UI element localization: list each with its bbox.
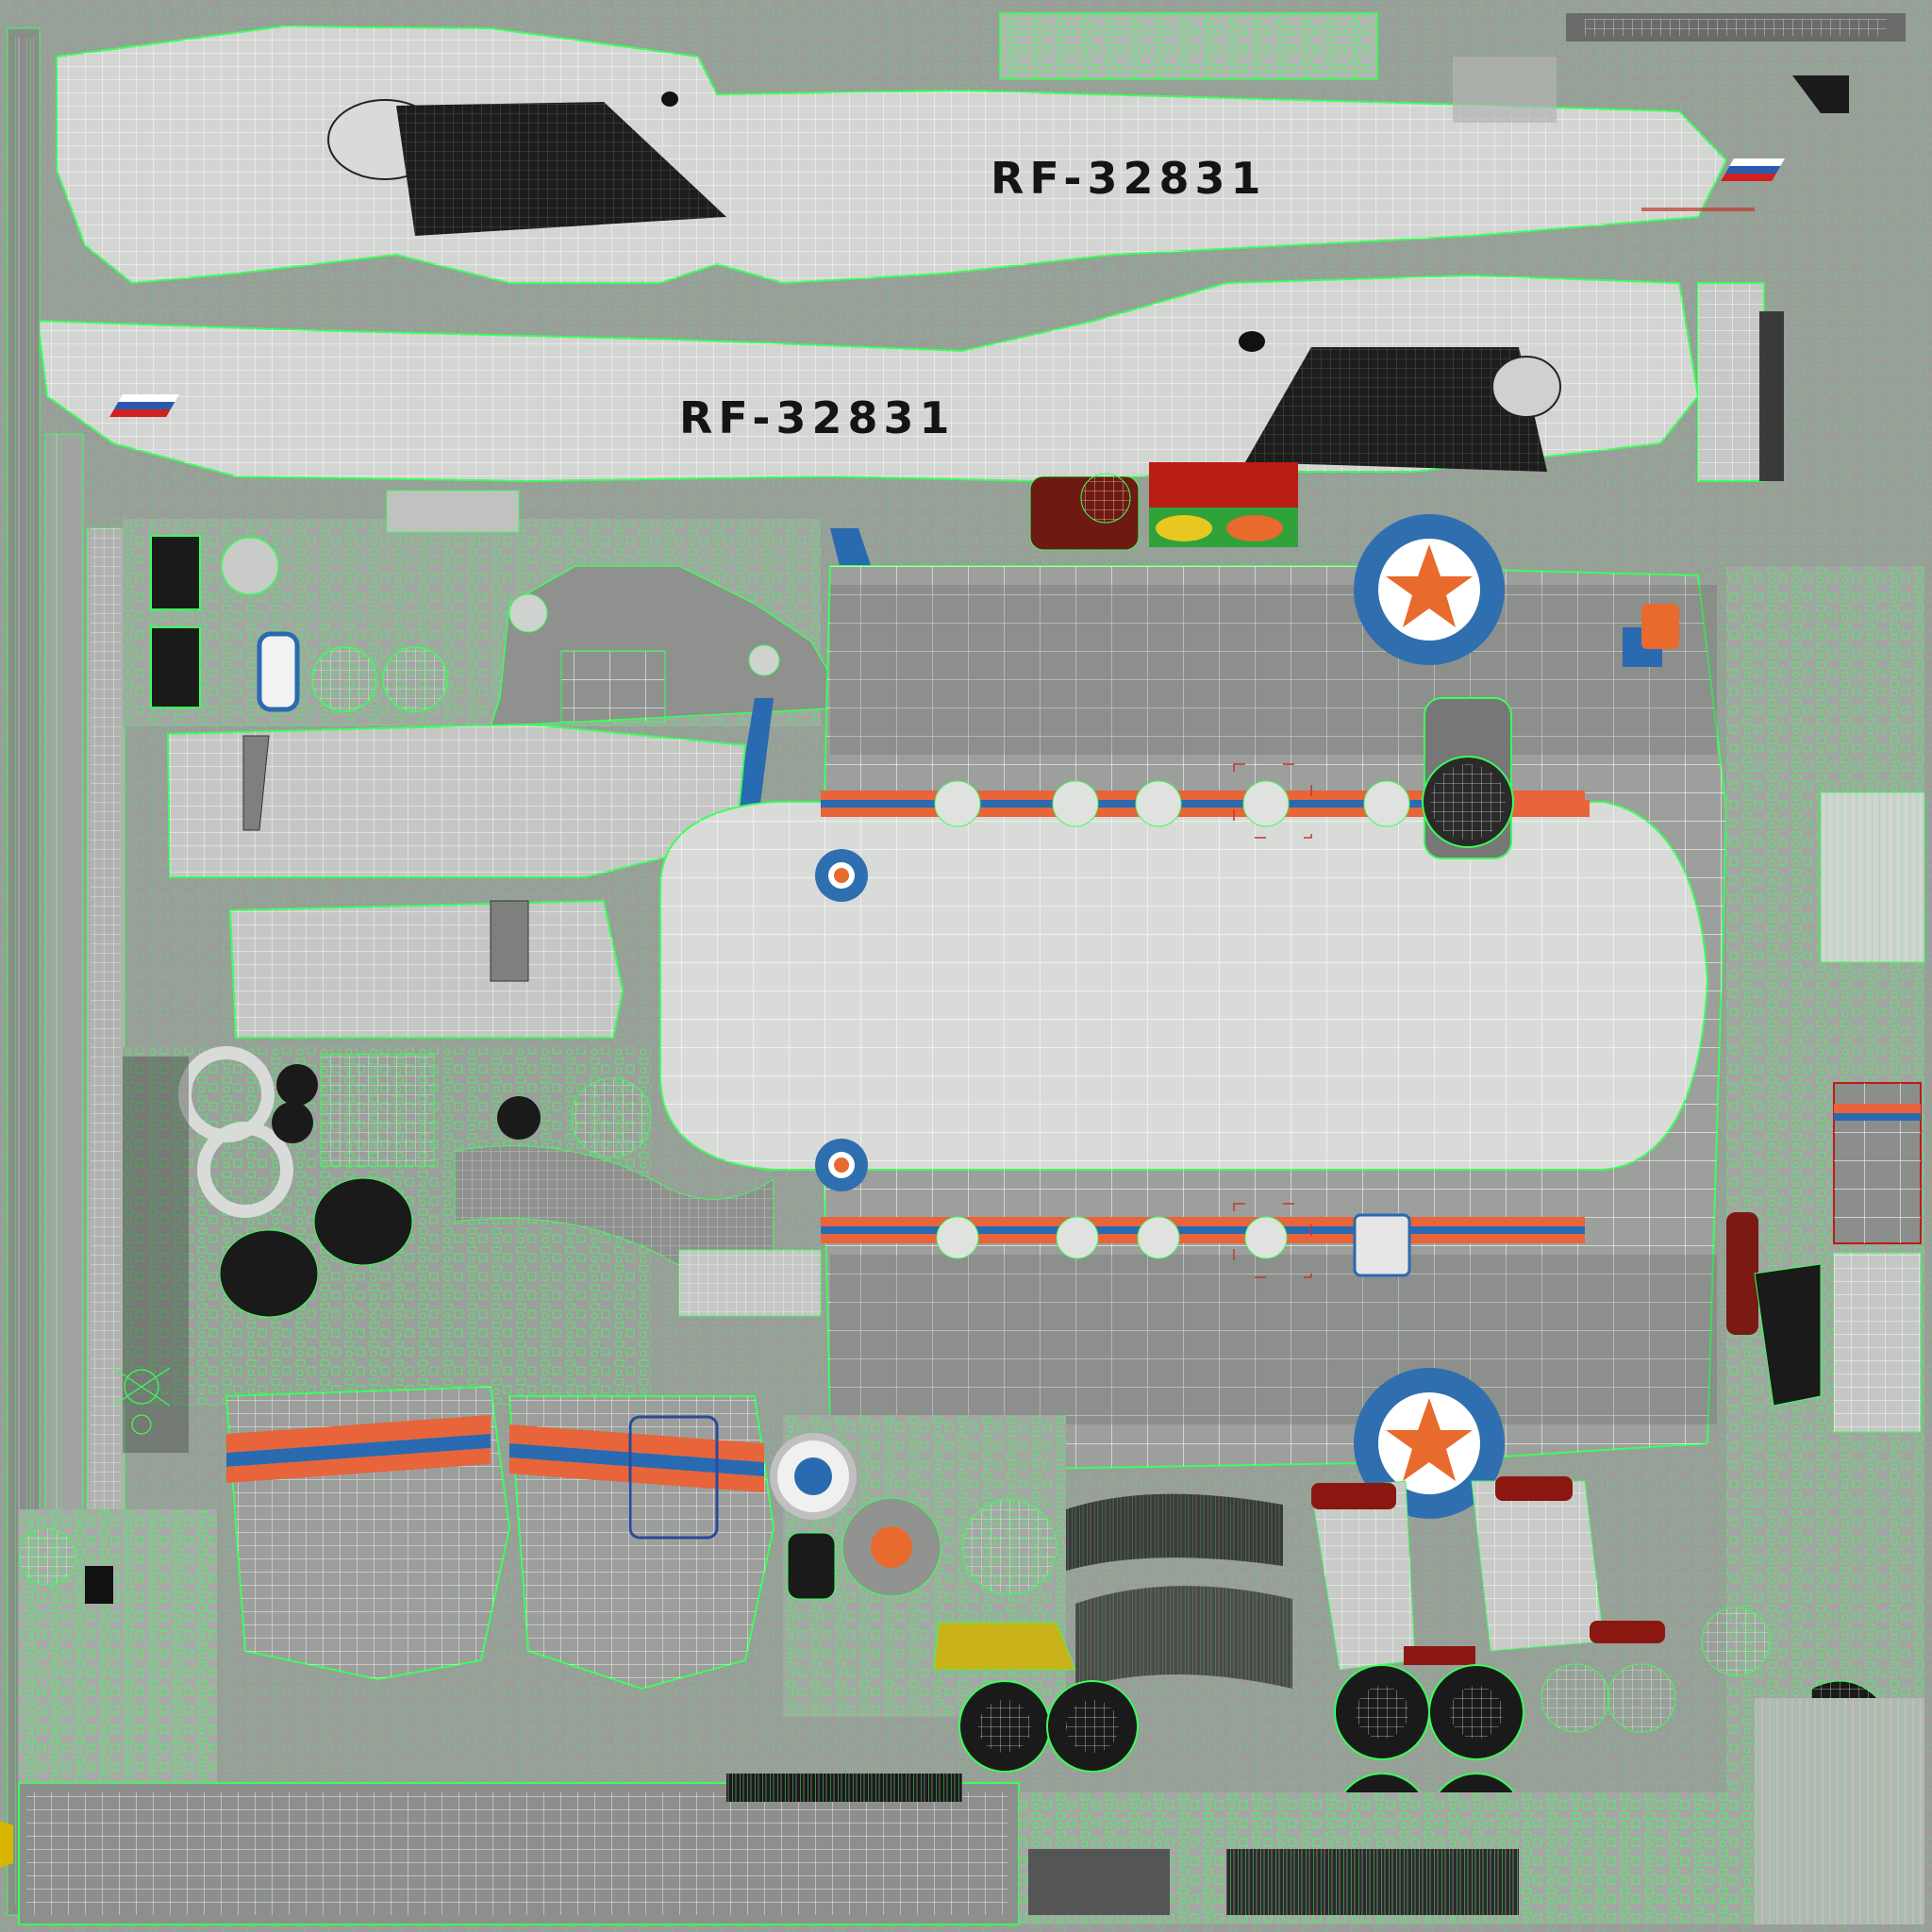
door-panels: [225, 1385, 775, 1690]
stripe-upper: [821, 763, 1590, 839]
flag-stripe-icon: [109, 394, 179, 417]
floor-panel-upper: [166, 723, 747, 878]
registration-upper: RF-32831: [991, 153, 1267, 204]
fuselage-upper-shell: [56, 25, 1785, 285]
star-roundel-icon: [815, 1139, 868, 1191]
round-parts: [178, 1046, 652, 1318]
sponson-parts: [1310, 1476, 1665, 1671]
intake-part: [1422, 697, 1514, 859]
stripe-lower: [821, 1203, 1585, 1278]
floor-panel-lower: [228, 899, 625, 1039]
star-roundel-icon: [1354, 1368, 1505, 1519]
fuselage-lower-shell: [36, 274, 1784, 483]
star-roundel-icon: [815, 849, 868, 902]
star-roundel-icon: [1354, 514, 1505, 665]
registration-lower: RF-32831: [679, 392, 956, 443]
flag-stripe-icon: [1721, 158, 1785, 181]
cockpit-panels: [150, 490, 877, 811]
